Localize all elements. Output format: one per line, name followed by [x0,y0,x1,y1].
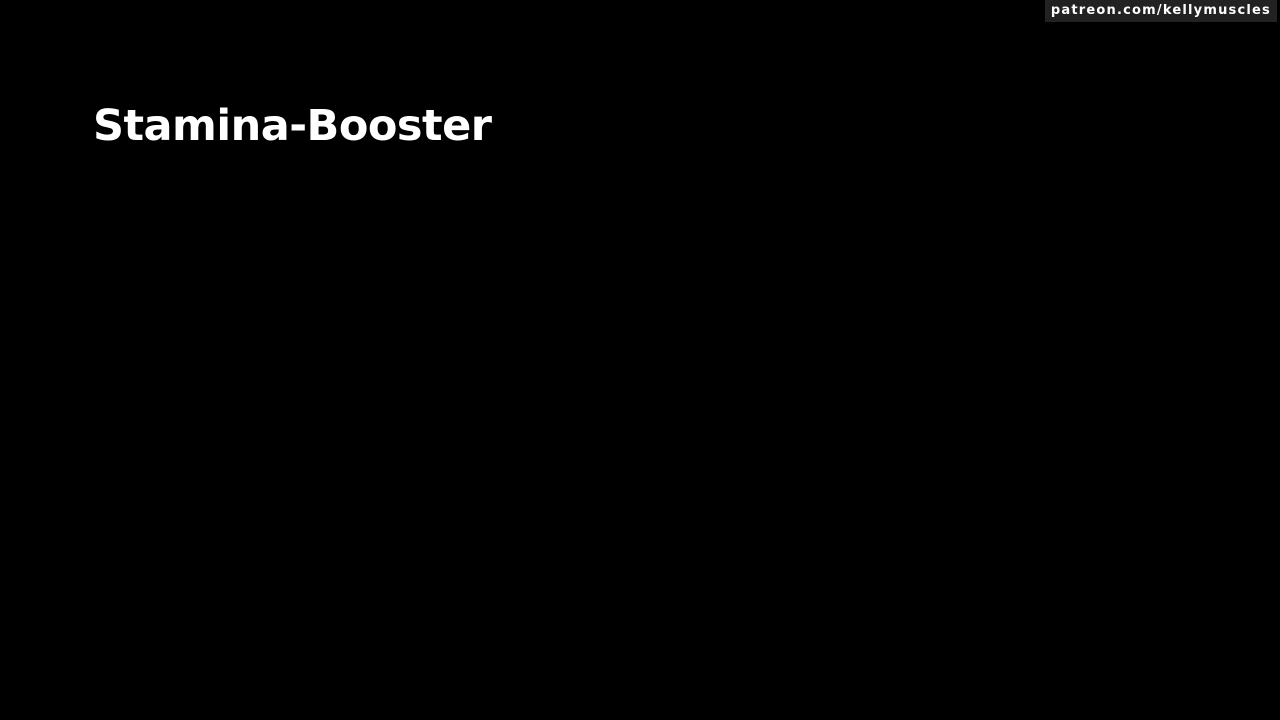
slide-title: Stamina-Booster [93,101,492,151]
watermark-label: patreon.com/kellymuscles [1044,0,1277,22]
